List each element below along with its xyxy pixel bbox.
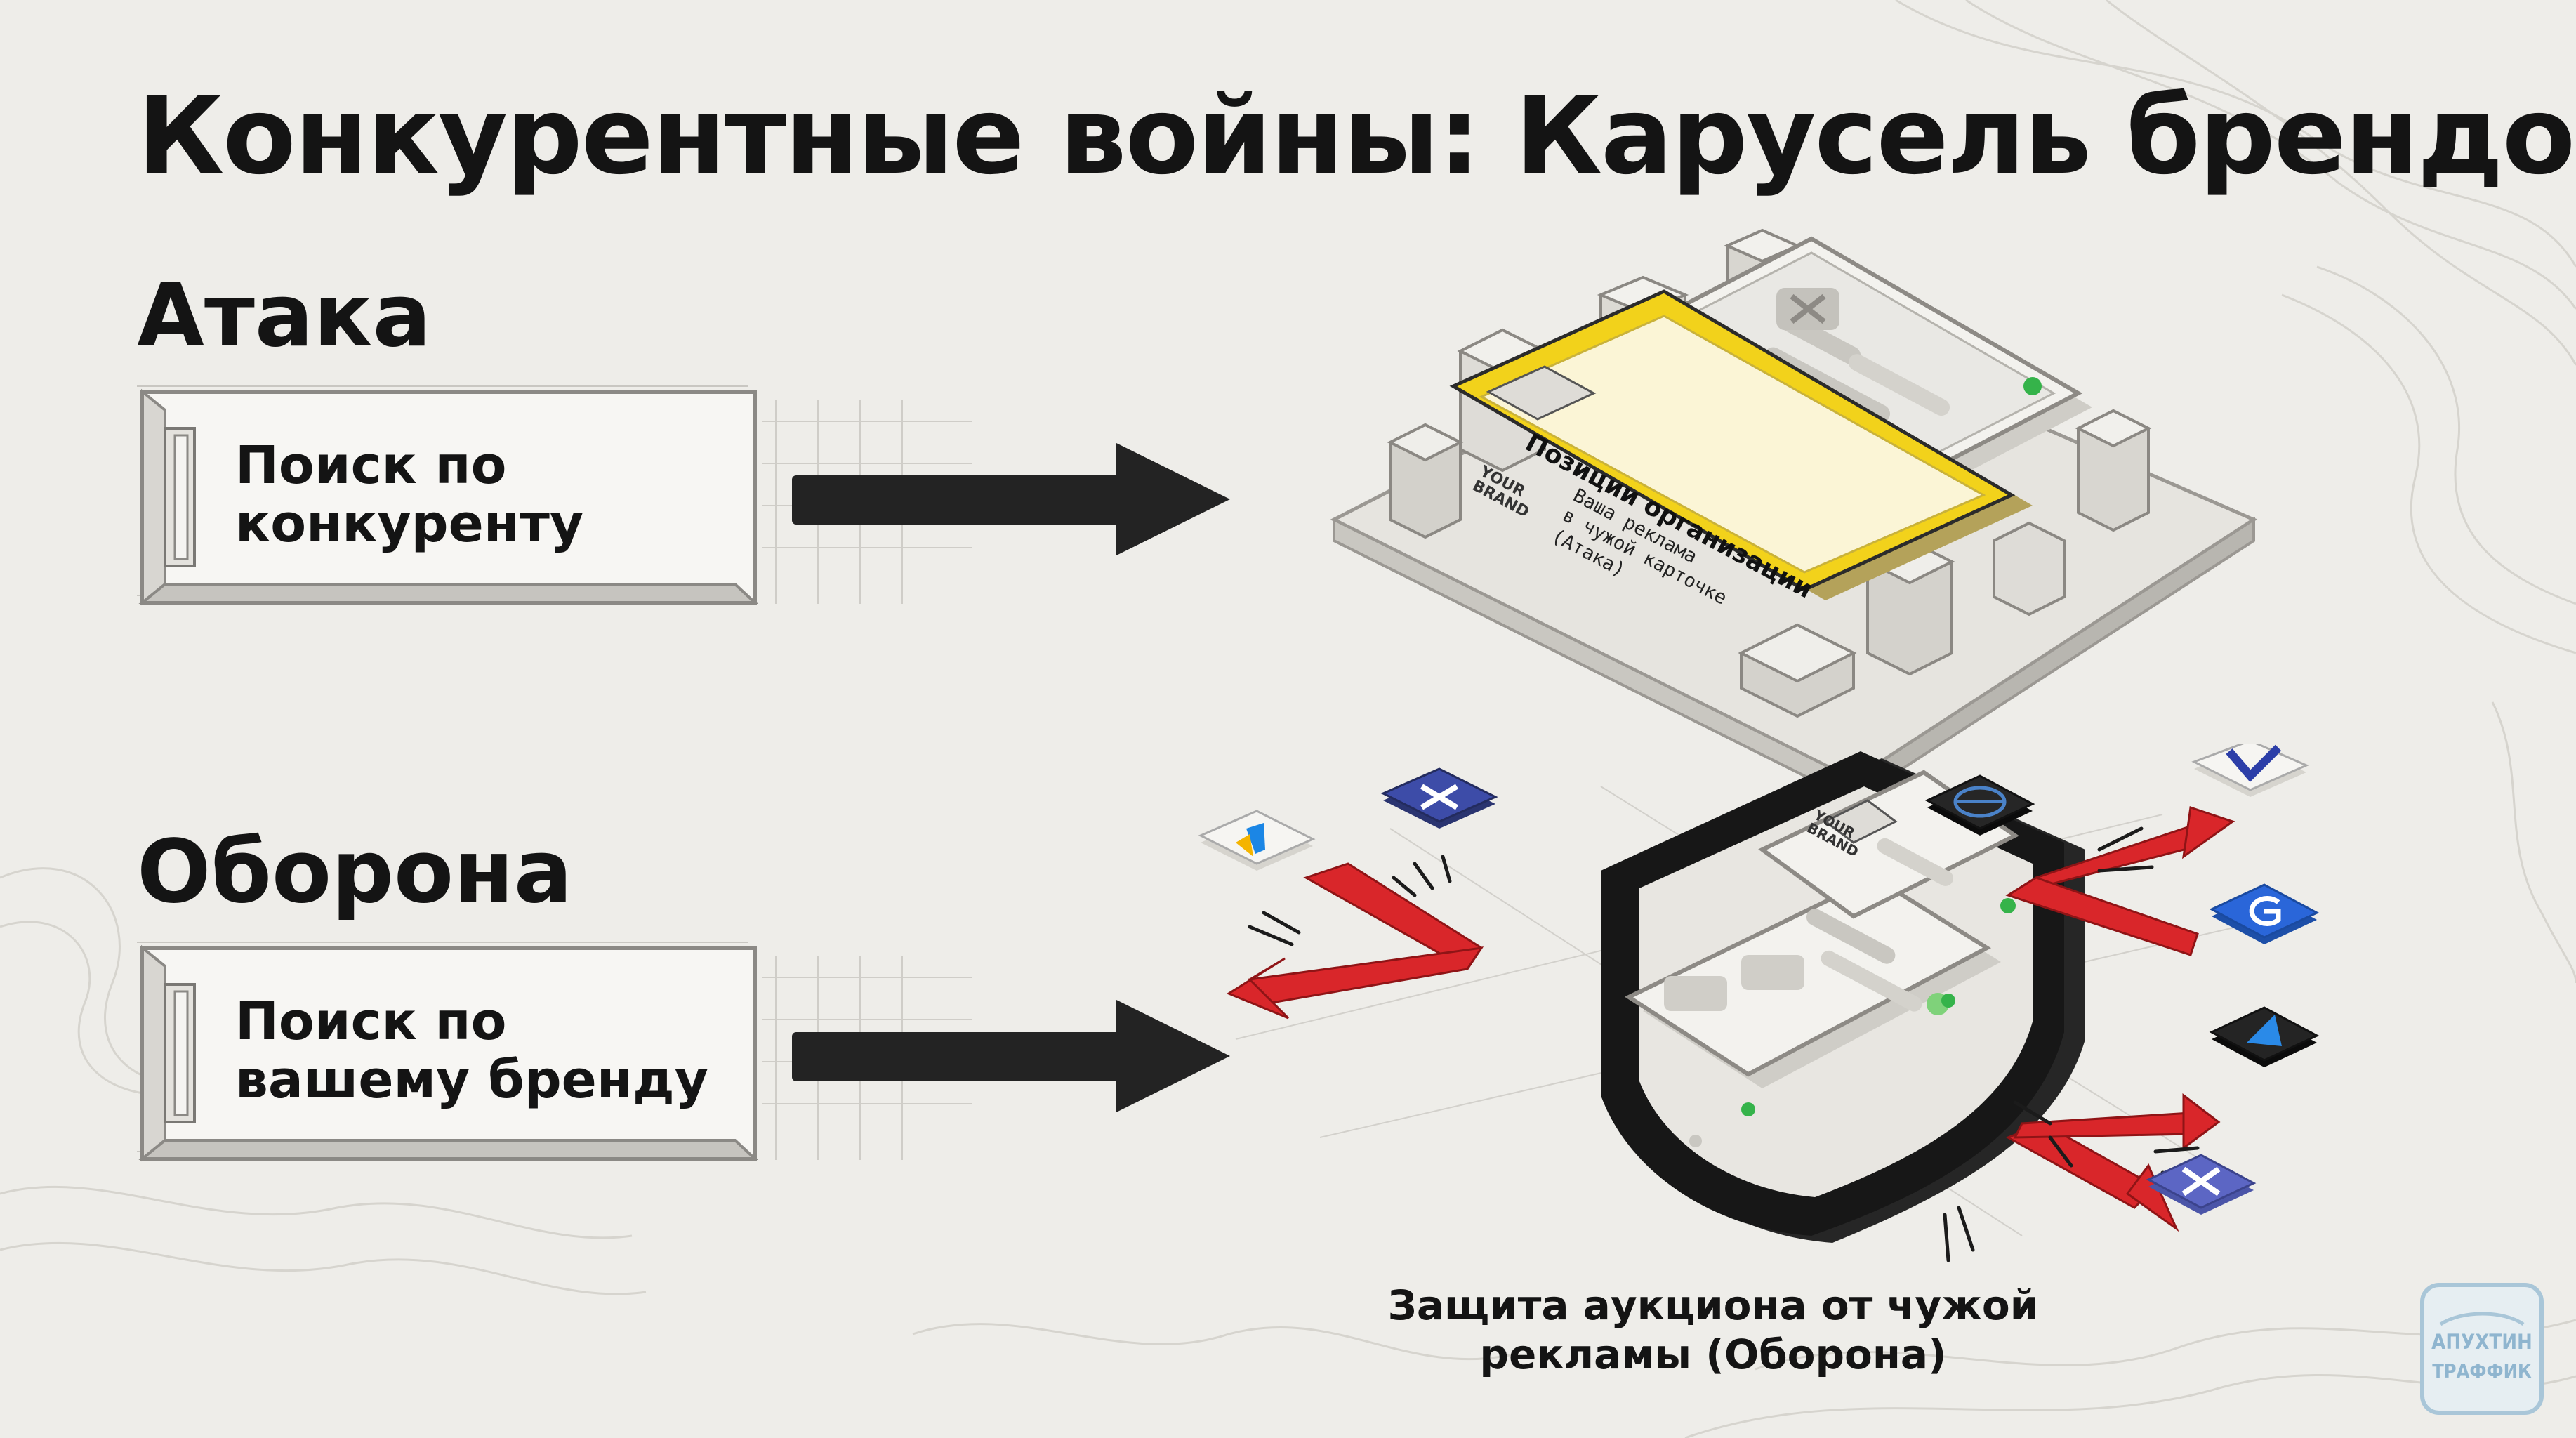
nav-arrow-icon	[2209, 1006, 2320, 1067]
defense-phone	[1624, 770, 2019, 1147]
defense-box-frame	[137, 942, 759, 1162]
defense-grid	[762, 956, 972, 1160]
crossed-k-icon-bottom	[2146, 1154, 2257, 1215]
defense-caption: Защита аукциона от чужой рекламы (Оборон…	[1369, 1281, 2057, 1379]
attack-box-frame	[137, 385, 759, 606]
attack-box-label: Поиск по конкуренту	[235, 437, 583, 553]
defense-box-line2: вашему бренду	[235, 1049, 708, 1110]
attack-box-line2: конкуренту	[235, 493, 584, 554]
defense-search-box: Поиск по вашему бренду	[137, 941, 762, 1166]
attack-heading: Атака	[137, 265, 432, 367]
attack-arrow-icon	[792, 443, 1230, 555]
defense-box-line1: Поиск по	[235, 991, 507, 1052]
defense-box-label: Поиск по вашему бренду	[235, 993, 708, 1109]
g-logo-icon	[2209, 883, 2320, 944]
attack-box-line1: Поиск по	[235, 435, 507, 496]
attack-ad-card	[1449, 289, 2033, 600]
globe-icon	[1924, 774, 2035, 836]
red-arrows	[1226, 806, 2235, 1232]
logo-badge	[2420, 1283, 2544, 1415]
crossed-k-icon	[1380, 767, 1498, 829]
defense-heading: Оборона	[137, 822, 573, 923]
apukhtin-traffic-logo: АПУХТИН ТРАФФИК	[2419, 1282, 2544, 1416]
defense-caption-line2: рекламы (Оборона)	[1479, 1330, 1947, 1378]
attack-search-box: Поиск по конкуренту	[137, 385, 762, 609]
logo-line1: АПУХТИН	[2431, 1330, 2532, 1354]
v-check-icon	[2191, 744, 2309, 797]
app-logo-icon	[1776, 288, 1839, 330]
attack-city-illustration	[1330, 228, 2258, 793]
logo-line2: ТРАФФИК	[2432, 1361, 2532, 1383]
defense-shield-illustration	[1198, 744, 2320, 1262]
page-title: Конкурентные войны: Карусель брендов	[137, 74, 2576, 198]
defense-caption-line1: Защита аукциона от чужой	[1387, 1281, 2039, 1329]
mail-chart-icon	[1198, 810, 1316, 871]
defense-arrow-icon	[792, 1000, 1230, 1112]
